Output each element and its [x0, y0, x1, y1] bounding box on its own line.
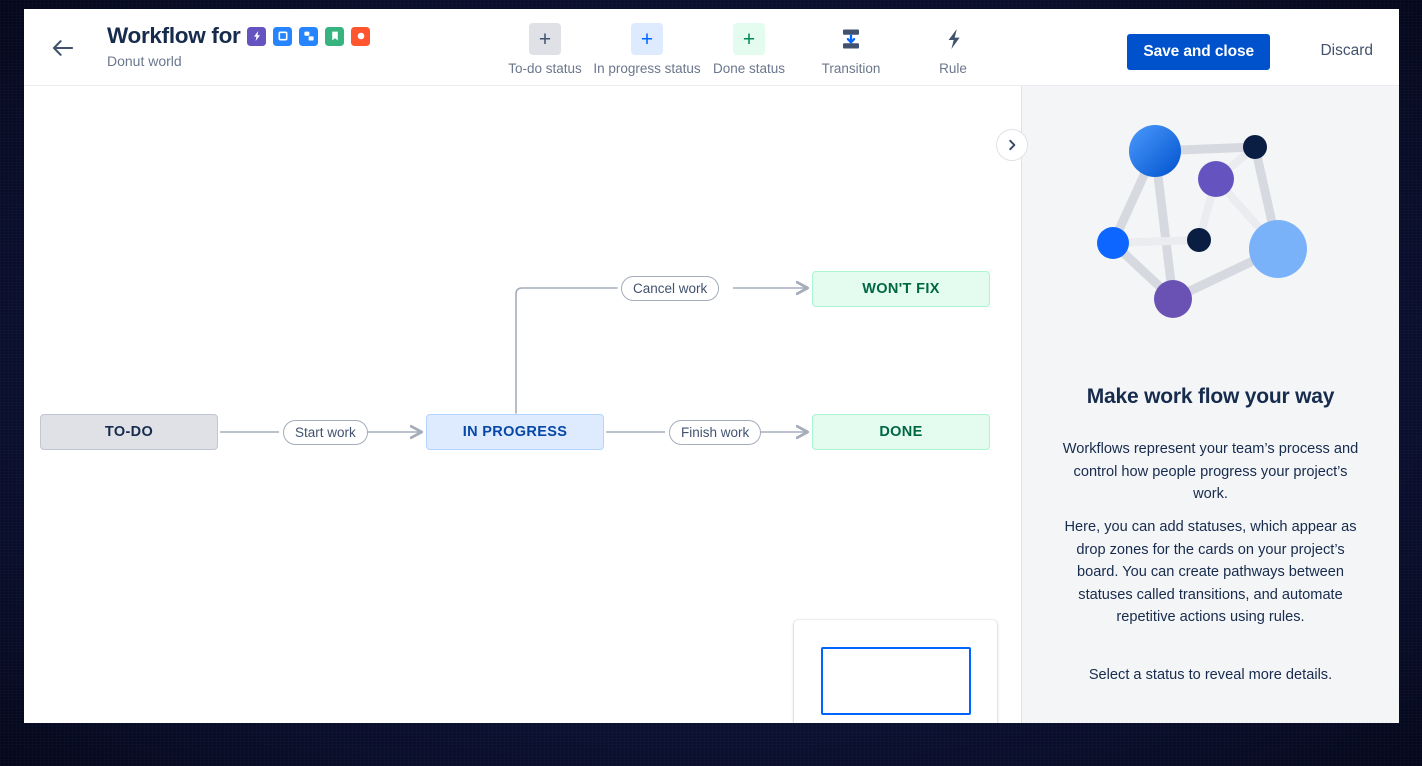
sidebar-title: Make work flow your way [1086, 385, 1335, 408]
tool-label: Done status [712, 61, 786, 76]
chevron-right-icon [1009, 139, 1016, 151]
transition-icon [835, 23, 867, 55]
plus-icon: + [631, 23, 663, 55]
status-node-label: TO-DO [104, 424, 154, 440]
editor-body: TO-DO IN PROGRESS DONE WON'T FIX Start w… [24, 86, 1399, 723]
sidebar-paragraph-2: Here, you can add statuses, which appear… [1064, 519, 1357, 625]
title-block: Workflow for [107, 21, 371, 70]
bug-circle-icon[interactable] [351, 26, 371, 46]
info-sidebar: Make work flow your way Workflows repres… [1022, 86, 1399, 723]
workflow-canvas[interactable]: TO-DO IN PROGRESS DONE WON'T FIX Start w… [24, 86, 1021, 723]
transition-label-start-work[interactable]: Start work [283, 420, 368, 445]
sidebar-paragraph-3: Select a status to reveal more details. [1088, 667, 1333, 683]
story-bookmark-icon[interactable] [325, 26, 345, 46]
collapse-panel-button[interactable] [996, 129, 1028, 161]
lightning-bolt-icon [937, 23, 969, 55]
transition-label-text: Cancel work [633, 281, 708, 296]
transition-label-finish-work[interactable]: Finish work [669, 420, 762, 445]
status-node-todo[interactable]: TO-DO [40, 414, 218, 450]
title-row: Workflow for [107, 21, 371, 51]
epic-lightning-icon[interactable] [247, 26, 267, 46]
panel-divider [1021, 86, 1022, 723]
subtask-icon[interactable] [299, 26, 319, 46]
status-node-label: IN PROGRESS [462, 424, 568, 440]
workflow-graph: TO-DO IN PROGRESS DONE WON'T FIX Start w… [24, 86, 1021, 723]
status-node-wont-fix[interactable]: WON'T FIX [812, 271, 990, 307]
tool-transition[interactable]: Transition [800, 19, 902, 77]
sidebar-paragraph-1: Workflows represent your team’s process … [1062, 441, 1359, 502]
discard-button[interactable]: Discard [1320, 42, 1373, 59]
tool-done-status[interactable]: + Done status [698, 19, 800, 77]
tool-todo-status[interactable]: + To-do status [494, 19, 596, 77]
tool-label: In progress status [593, 61, 701, 76]
plus-icon: + [529, 23, 561, 55]
transition-label-text: Start work [295, 425, 356, 440]
transition-label-text: Finish work [681, 425, 750, 440]
workflow-node-graph-illustration [1097, 125, 1307, 318]
back-button[interactable] [45, 31, 79, 65]
tool-inprogress-status[interactable]: + In progress status [593, 19, 701, 77]
transition-label-cancel-work[interactable]: Cancel work [621, 276, 720, 301]
editor-header: Workflow for [24, 9, 1399, 86]
status-node-in-progress[interactable]: IN PROGRESS [426, 414, 604, 450]
workflow-editor-window: Workflow for [24, 9, 1399, 723]
status-node-label: WON'T FIX [862, 281, 940, 297]
plus-icon: + [733, 23, 765, 55]
task-square-icon[interactable] [273, 26, 293, 46]
minimap-panel[interactable] [794, 620, 997, 723]
page-subtitle: Donut world [107, 53, 182, 69]
page-title: Workflow for [107, 23, 241, 48]
tool-label: To-do status [508, 61, 582, 76]
tool-label: Transition [821, 61, 881, 76]
toolbar: + To-do status + In progress status + Do… [494, 19, 1004, 77]
status-node-label: DONE [879, 424, 923, 440]
tool-label: Rule [939, 61, 967, 76]
status-node-done[interactable]: DONE [812, 414, 990, 450]
arrow-left-icon [52, 40, 73, 56]
tool-rule[interactable]: Rule [902, 19, 1004, 77]
save-and-close-button[interactable]: Save and close [1127, 34, 1270, 70]
minimap-viewport-rect[interactable] [821, 647, 971, 715]
